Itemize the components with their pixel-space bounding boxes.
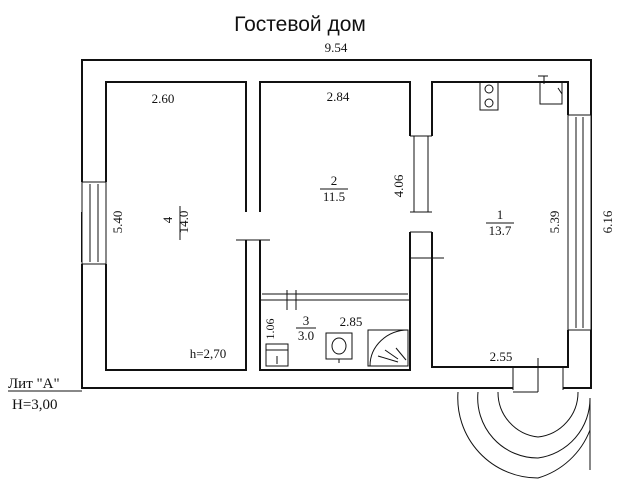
partition-window-2-1 (410, 135, 432, 233)
stove-icon (479, 81, 499, 111)
shower-icon (367, 329, 409, 367)
outer-walls (81, 59, 592, 389)
room-4-number: 4 (160, 216, 175, 223)
plan-title: Гостевой дом (234, 13, 366, 36)
room-3-length: 1.06 (263, 319, 277, 340)
window-room-4 (81, 181, 107, 265)
room-1-number: 1 (497, 207, 504, 222)
walls-room-2-3 (259, 81, 444, 371)
room-3-width: 2.85 (340, 314, 363, 329)
building-height-label: H=3,00 (12, 397, 58, 413)
sink-icon (538, 75, 563, 105)
room-1-area: 13.7 (489, 223, 512, 238)
room-4-area: 14.0 (176, 211, 191, 234)
room-2-width: 2.84 (327, 89, 350, 104)
room-4-length: 5.40 (110, 211, 125, 234)
overall-width-label: 9.54 (325, 40, 348, 55)
room-2-number: 2 (331, 173, 338, 188)
room-2-area: 11.5 (323, 189, 345, 204)
room-3-number: 3 (303, 313, 310, 328)
window-room-1 (567, 114, 592, 331)
walls-room-1 (431, 81, 569, 368)
room-1-length: 5.39 (547, 211, 562, 234)
toilet-icon (265, 343, 289, 367)
room-1-width: 2.55 (490, 349, 513, 364)
washbasin-icon (325, 332, 353, 363)
room-height-label: h=2,70 (190, 346, 227, 361)
room-3-area: 3.0 (298, 328, 314, 343)
entrance-door (512, 358, 564, 392)
overall-depth-label: 6.16 (600, 210, 615, 233)
building-lit-label: Лит "А" (8, 376, 60, 392)
entrance-steps (457, 391, 591, 479)
room-4-width: 2.60 (152, 91, 175, 106)
room-2-length: 4.06 (391, 174, 406, 197)
